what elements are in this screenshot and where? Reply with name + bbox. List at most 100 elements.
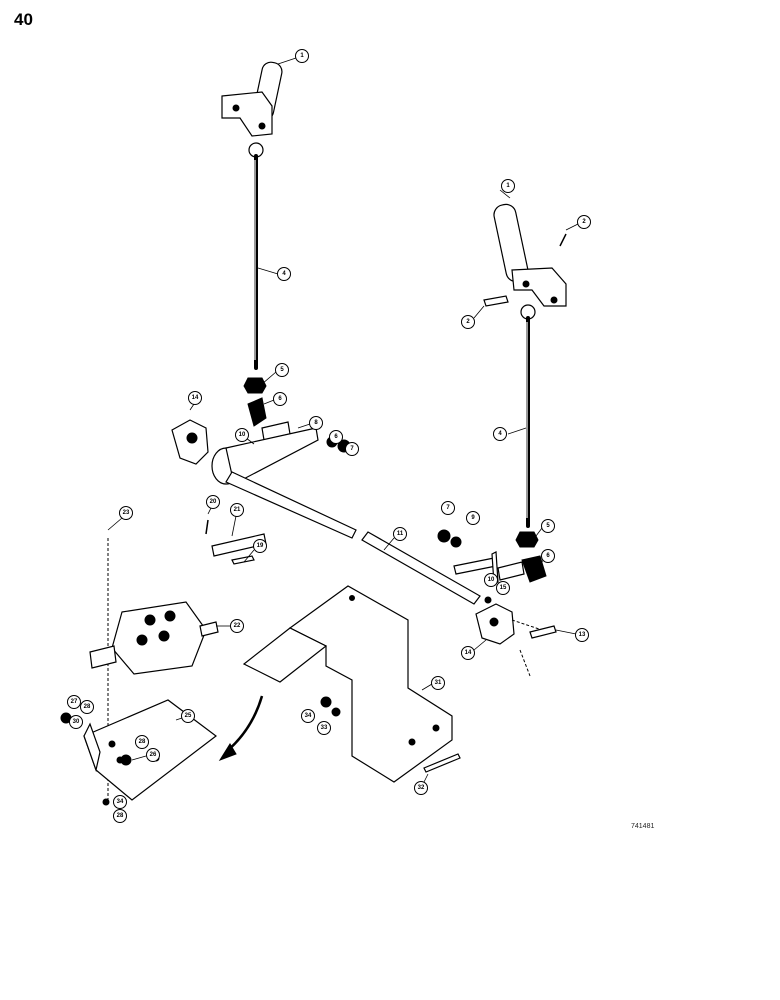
svg-text:32: 32 xyxy=(418,785,425,791)
callout-23: 23 xyxy=(119,506,133,520)
svg-text:13: 13 xyxy=(579,632,586,638)
callout-6: 6 xyxy=(273,392,287,406)
svg-text:34: 34 xyxy=(117,799,124,805)
bracket-hole xyxy=(432,724,440,732)
valve-spool xyxy=(89,645,117,669)
mount-hole xyxy=(108,740,116,748)
svg-text:6: 6 xyxy=(546,553,550,559)
callout-34: 34 xyxy=(113,795,127,809)
svg-text:26: 26 xyxy=(150,752,157,758)
callout-6: 6 xyxy=(541,549,555,563)
plate-flange xyxy=(83,722,101,773)
strap-bolt xyxy=(231,555,255,565)
bracket-bolt xyxy=(423,753,461,773)
callout-28: 28 xyxy=(80,700,94,714)
callout-10: 10 xyxy=(484,573,498,587)
bearing-bore xyxy=(489,617,499,627)
lever-bracket-right xyxy=(511,267,567,307)
callout-5: 5 xyxy=(275,363,289,377)
svg-text:2: 2 xyxy=(466,319,470,325)
left-lever-assembly xyxy=(221,61,283,394)
svg-text:5: 5 xyxy=(546,523,550,529)
svg-text:1: 1 xyxy=(300,53,304,59)
callout-22: 22 xyxy=(230,619,244,633)
callout-9: 9 xyxy=(466,511,480,525)
callout-8: 8 xyxy=(309,416,323,430)
callout-20: 20 xyxy=(206,495,220,509)
svg-text:6: 6 xyxy=(334,434,338,440)
svg-text:5: 5 xyxy=(280,367,284,373)
shaft-arm-right xyxy=(453,557,497,575)
svg-text:22: 22 xyxy=(234,623,241,629)
callout-33: 33 xyxy=(317,721,331,735)
strap-pin xyxy=(205,519,209,535)
bearing-bore xyxy=(186,432,198,444)
svg-text:20: 20 xyxy=(210,499,217,505)
nut-right xyxy=(437,529,451,543)
support-bracket xyxy=(242,585,461,783)
callout-31: 31 xyxy=(431,676,445,690)
callout-7: 7 xyxy=(345,442,359,456)
bracket-nut xyxy=(320,696,332,708)
cross-shaft-left xyxy=(225,471,357,539)
lock-washer xyxy=(120,754,132,766)
jam-nut-right xyxy=(515,531,539,548)
callout-28: 28 xyxy=(135,735,149,749)
callout-2: 2 xyxy=(461,315,475,329)
svg-text:28: 28 xyxy=(84,704,91,710)
cross-shaft-assembly xyxy=(171,397,557,677)
svg-text:19: 19 xyxy=(257,543,264,549)
svg-text:28: 28 xyxy=(117,813,124,819)
svg-text:9: 9 xyxy=(471,515,475,521)
callouts: 1 1 2 2 4 4 5 5 6 6 6 7 7 8 9 10 10 11 1… xyxy=(67,49,591,823)
washer xyxy=(484,596,492,604)
svg-text:14: 14 xyxy=(465,650,472,656)
callout-27: 27 xyxy=(67,695,81,709)
svg-text:15: 15 xyxy=(500,585,507,591)
swivel-fitting-left xyxy=(247,397,267,427)
svg-text:34: 34 xyxy=(305,713,312,719)
svg-text:10: 10 xyxy=(488,577,495,583)
jam-nut-left xyxy=(243,377,267,394)
svg-text:31: 31 xyxy=(435,680,442,686)
callout-28: 28 xyxy=(113,809,127,823)
clevis-pin xyxy=(483,295,509,307)
bracket-hole xyxy=(408,738,416,746)
svg-text:4: 4 xyxy=(498,431,502,437)
svg-text:6: 6 xyxy=(278,396,282,402)
callout-1: 1 xyxy=(501,179,515,193)
callout-4: 4 xyxy=(277,267,291,281)
bracket-hole xyxy=(550,296,558,304)
callout-30: 30 xyxy=(69,715,83,729)
callout-21: 21 xyxy=(230,503,244,517)
svg-text:10: 10 xyxy=(239,432,246,438)
swivel-fitting-right xyxy=(521,555,547,583)
svg-text:23: 23 xyxy=(123,510,130,516)
svg-text:7: 7 xyxy=(446,505,450,511)
svg-text:33: 33 xyxy=(321,725,328,731)
bracket-hole xyxy=(232,104,240,112)
callout-19: 19 xyxy=(253,539,267,553)
svg-text:7: 7 xyxy=(350,446,354,452)
threaded-stud-right xyxy=(497,561,525,581)
svg-text:30: 30 xyxy=(73,719,80,725)
svg-text:4: 4 xyxy=(282,271,286,277)
callout-34: 34 xyxy=(301,709,315,723)
callout-32: 32 xyxy=(414,781,428,795)
cotter-pin xyxy=(559,233,567,247)
svg-text:14: 14 xyxy=(192,395,199,401)
callout-6: 6 xyxy=(329,430,343,444)
valve-port xyxy=(158,630,170,642)
svg-text:11: 11 xyxy=(397,531,404,537)
bracket-hole xyxy=(258,122,266,130)
callout-10: 10 xyxy=(235,428,249,442)
cross-shaft-right xyxy=(361,531,481,605)
callout-14: 14 xyxy=(188,391,202,405)
callout-26: 26 xyxy=(146,748,160,762)
callout-2: 2 xyxy=(577,215,591,229)
svg-text:28: 28 xyxy=(139,739,146,745)
bracket-hole xyxy=(349,595,355,601)
install-arrowhead xyxy=(218,743,237,761)
valve-fitting xyxy=(199,621,219,637)
svg-text:2: 2 xyxy=(582,219,586,225)
